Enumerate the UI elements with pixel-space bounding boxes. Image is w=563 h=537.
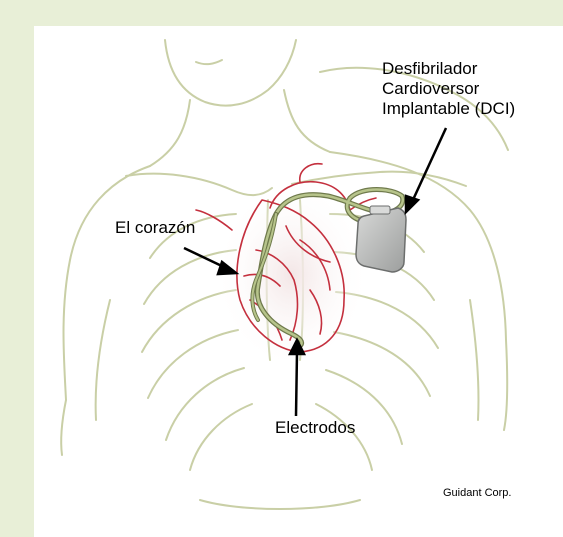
icd-device xyxy=(356,206,406,272)
icd-label-line-2: Cardioversor xyxy=(382,79,515,99)
icd-label: Desfibrilador Cardioversor Implantable (… xyxy=(382,59,515,119)
leads-label: Electrodos xyxy=(275,418,355,438)
image-credit: Guidant Corp. xyxy=(443,487,511,499)
arrow-to-leads xyxy=(296,352,297,416)
arrow-head-icd xyxy=(406,196,418,212)
icd-label-line-1: Desfibrilador xyxy=(382,59,515,79)
icd-label-line-3: Implantable (DCI) xyxy=(382,99,515,119)
arrow-to-icd xyxy=(412,128,446,202)
heart-label: El corazón xyxy=(115,218,195,238)
